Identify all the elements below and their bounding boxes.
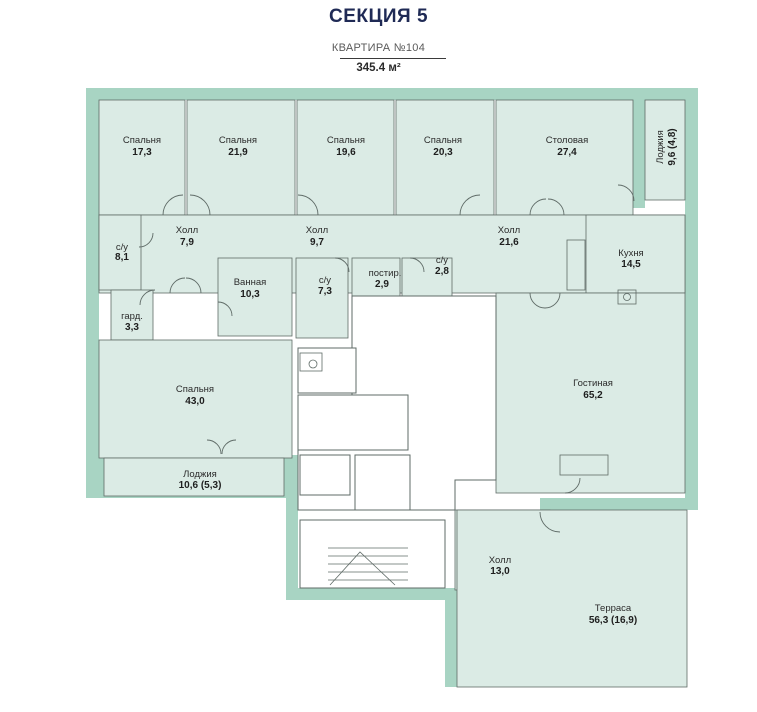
stairs xyxy=(328,547,408,586)
room-loggia-ne xyxy=(644,99,686,201)
label-hall3-name: Холл xyxy=(498,225,520,236)
label-loggia-ne-name: Лоджия xyxy=(655,130,666,164)
room-loggia-s xyxy=(103,457,285,497)
label-kitchen-area: 14,5 xyxy=(621,259,641,270)
label-bed4-area: 20,3 xyxy=(433,147,453,158)
label-wc1-area: 8,1 xyxy=(115,252,129,263)
label-hall3-area: 21,6 xyxy=(499,237,519,248)
wall-core-south xyxy=(286,588,458,600)
room-bed-master xyxy=(98,339,293,459)
toilet-core xyxy=(299,352,323,372)
label-bed1-area: 17,3 xyxy=(132,147,152,158)
label-loggia-s-area: 10,6 (5,3) xyxy=(179,480,222,491)
label-loggia-ne-area: 9,6 (4,8) xyxy=(667,128,678,165)
label-wc2-area: 7,3 xyxy=(318,286,332,297)
label-wardrobe-area: 3,3 xyxy=(125,322,139,333)
label-dining-name: Столовая xyxy=(546,135,588,146)
fireplace xyxy=(559,454,609,476)
label-hall4-area: 13,0 xyxy=(490,566,510,577)
section-title: СЕКЦИЯ 5 xyxy=(328,6,429,27)
label-terrace-area: 56,3 (16,9) xyxy=(589,615,637,626)
label-bed4-name: Спальня xyxy=(424,135,462,146)
room-wc2 xyxy=(295,257,349,339)
label-storage-area: 2,9 xyxy=(375,279,389,290)
wall-terrace-north xyxy=(540,498,698,510)
label-wc3-name: с/у xyxy=(436,255,448,266)
wall-east xyxy=(685,88,698,498)
core-room-b xyxy=(297,394,409,451)
kitchen-counter xyxy=(566,239,586,291)
label-storage-name: постир. xyxy=(369,268,402,279)
apartment-number: КВАРТИРА №104 xyxy=(331,42,426,54)
label-hall1-name: Холл xyxy=(176,225,198,236)
wall-north xyxy=(86,88,698,100)
room-fills xyxy=(98,99,688,688)
room-dining xyxy=(495,99,634,216)
label-wc3-area: 2,8 xyxy=(435,266,449,277)
header-divider xyxy=(340,58,446,59)
lift-2 xyxy=(354,454,411,511)
door-swings xyxy=(138,184,635,533)
label-bed3-area: 19,6 xyxy=(336,147,356,158)
label-bath-name: Ванная xyxy=(234,277,267,288)
stair-block xyxy=(299,519,446,589)
wall-terrace-west xyxy=(445,595,457,687)
label-wc2-name: с/у xyxy=(319,275,331,286)
room-storage xyxy=(351,257,401,297)
fixtures xyxy=(299,239,637,476)
wall-west xyxy=(86,88,99,498)
label-bed2-area: 21,9 xyxy=(228,147,248,158)
label-bed1-name: Спальня xyxy=(123,135,161,146)
label-living-area: 65,2 xyxy=(583,390,603,401)
label-living-name: Гостиная xyxy=(573,378,613,389)
apartment-area: 345.4 м² xyxy=(356,62,401,74)
room-terrace xyxy=(456,509,688,688)
wall-core-west xyxy=(286,455,298,600)
room-kitchen xyxy=(585,214,686,294)
label-bath-area: 10,3 xyxy=(240,289,260,300)
room-bed1 xyxy=(98,99,186,216)
label-kitchen-name: Кухня xyxy=(618,248,643,259)
label-wardrobe-name: гард. xyxy=(121,311,143,322)
core-room-a xyxy=(297,347,357,394)
room-wc3 xyxy=(401,257,453,297)
label-loggia-s-name: Лоджия xyxy=(183,469,217,480)
room-bath xyxy=(217,257,293,337)
common-core xyxy=(297,295,497,589)
lift-1 xyxy=(299,454,351,496)
wall-loggia-ne xyxy=(633,88,645,208)
label-terrace-name: Терраса xyxy=(595,603,632,614)
label-hall2-name: Холл xyxy=(306,225,328,236)
kitchen-hob xyxy=(617,289,637,305)
label-bed-master-area: 43,0 xyxy=(185,396,205,407)
label-dining-area: 27,4 xyxy=(557,147,577,158)
label-bed3-name: Спальня xyxy=(327,135,365,146)
label-bed-master-name: Спальня xyxy=(176,384,214,395)
label-hall1-area: 7,9 xyxy=(180,237,194,248)
room-bed3 xyxy=(296,99,395,216)
label-wc1-name: с/у xyxy=(116,242,128,253)
label-bed2-name: Спальня xyxy=(219,135,257,146)
label-hall4-name: Холл xyxy=(489,555,511,566)
room-labels: Спальня 17,3 Спальня 21,9 Спальня 19,6 С… xyxy=(115,128,678,626)
room-wardrobe xyxy=(110,289,154,341)
room-living xyxy=(495,292,686,494)
label-hall2-area: 9,7 xyxy=(310,237,324,248)
